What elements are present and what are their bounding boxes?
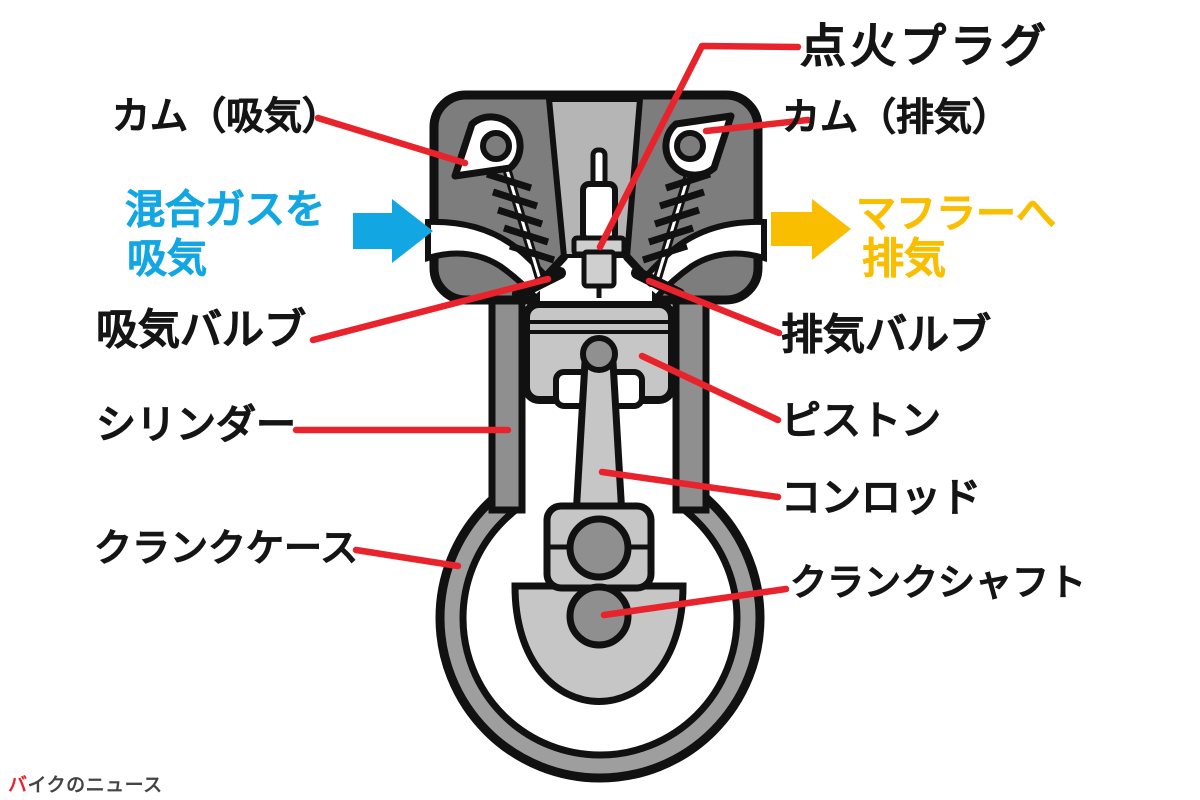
label-piston: ピストン [781,398,942,444]
label-cam-exhaust: カム（排気） [782,95,1011,139]
crankshaft-journal [566,583,632,649]
label-cylinder: シリンダー [96,402,297,448]
exhaust-valve-spring [641,170,712,264]
spark-plug [571,147,627,298]
cylinder-head [425,90,767,305]
leader-exhaust-valve [645,277,783,337]
wrist-pin [580,335,618,373]
label-crankcase: クランクケース [94,526,359,570]
leader-intake-valve [309,275,552,344]
intake-cam [451,113,524,180]
label-exhaust-flow-line1: マフラーへ [856,191,1057,237]
label-exhaust-valve: 排気バルブ [781,310,992,359]
leader-connecting-rod [598,468,782,501]
exhaust-cam-shaft [674,130,706,162]
intake-arrow-icon [353,199,433,263]
leader-cam-exhaust [702,116,812,135]
label-crankshaft: クランクシャフト [790,561,1087,604]
label-exhaust-flow-line2: 排気 [862,234,947,283]
label-spark-plug: 点火プラグ [800,19,1050,73]
intake-valve-spring [485,170,556,264]
spark-plug-thread [581,249,617,289]
cylinder-wall-right [672,292,710,514]
label-intake-flow-line2: 吸気 [127,236,208,282]
label-cam-intake: カム（吸気） [112,94,341,138]
leader-crankcase [352,546,462,570]
exhaust-arrow-icon [771,199,851,260]
piston-rings [530,320,668,334]
label-intake-flow-line1: 混合ガスを [125,187,326,233]
leader-lines [292,42,812,619]
connecting-rod [572,358,626,520]
label-connecting-rod: コンロッド [781,475,982,521]
crank-pin [566,515,632,581]
label-intake-valve: 吸気バルブ [96,305,307,354]
intake-cam-shaft [480,130,512,162]
leader-piston [638,352,782,424]
site-watermark: バイクのニュース [8,774,163,796]
spark-plug-terminal [590,147,608,189]
cylinder-wall-left [488,292,526,514]
piston-assembly [522,300,676,520]
leader-spark-plug [596,42,802,251]
crankshaft-assembly [511,502,687,705]
leader-crankshaft [600,585,790,619]
leader-cam-intake [314,114,469,167]
